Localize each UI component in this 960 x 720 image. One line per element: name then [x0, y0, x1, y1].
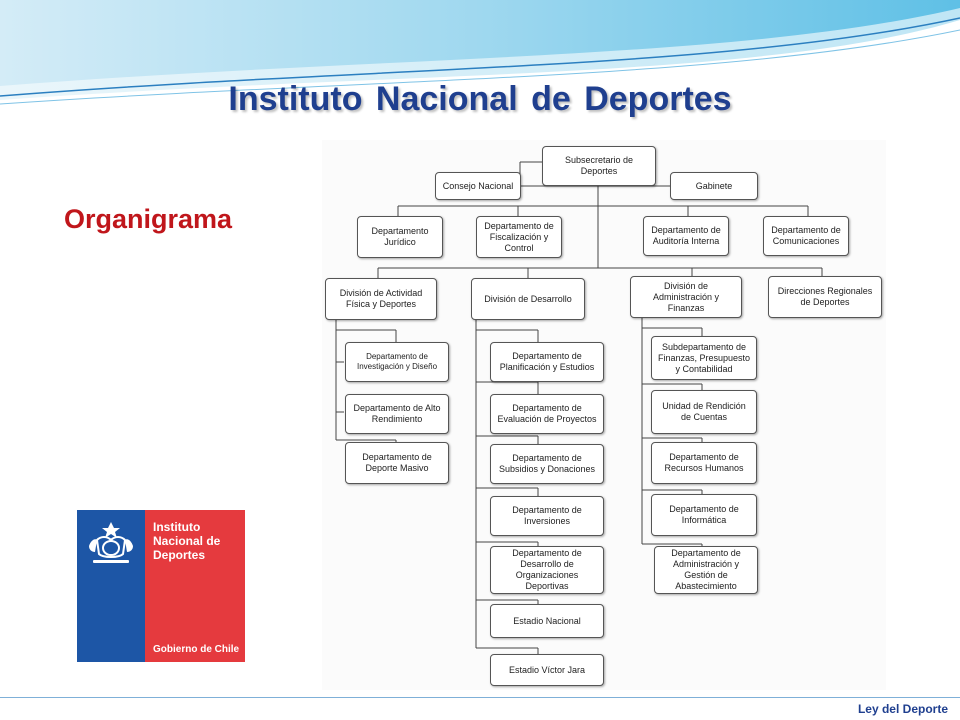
logo-red-panel [145, 510, 245, 662]
node-organizaciones-deportivas: Departamento de Desarrollo de Organizaci… [490, 546, 604, 594]
logo-blue-panel [77, 510, 145, 662]
node-division-administracion: División de Administración y Finanzas [630, 276, 742, 318]
node-rendicion-cuentas: Unidad de Rendición de Cuentas [651, 390, 757, 434]
node-consejo-nacional: Consejo Nacional [435, 172, 521, 200]
header-waves [0, 0, 960, 105]
footer-divider [0, 697, 960, 698]
node-informatica: Departamento de Informática [651, 494, 757, 536]
node-recursos-humanos: Departamento de Recursos Humanos [651, 442, 757, 484]
node-evaluacion: Departamento de Evaluación de Proyectos [490, 394, 604, 434]
node-fiscalizacion: Departamento de Fiscalización y Control [476, 216, 562, 258]
node-comunicaciones: Departamento de Comunicaciones [763, 216, 849, 256]
ind-logo: Instituto Nacional de Deportes Gobierno … [77, 510, 245, 662]
node-finanzas: Subdepartamento de Finanzas, Presupuesto… [651, 336, 757, 380]
node-division-desarrollo: División de Desarrollo [471, 278, 585, 320]
node-investigacion-diseno: Departamento de Investigación y Diseño [345, 342, 449, 382]
node-direcciones-regionales: Direcciones Regionales de Deportes [768, 276, 882, 318]
logo-government-name: Gobierno de Chile [153, 644, 240, 655]
node-gabinete: Gabinete [670, 172, 758, 200]
page-subtitle: Organigrama [64, 204, 233, 234]
page-title: Instituto Nacional de Deportes [228, 80, 732, 118]
node-division-actividad: División de Actividad Física y Deportes [325, 278, 437, 320]
node-subsidios: Departamento de Subsidios y Donaciones [490, 444, 604, 484]
node-abastecimiento: Departamento de Administración y Gestión… [654, 546, 758, 594]
node-subsecretario: Subsecretario de Deportes [542, 146, 656, 186]
logo-institution-name: Instituto Nacional de Deportes [153, 520, 221, 562]
node-auditoria: Departamento de Auditoría Interna [643, 216, 729, 256]
node-alto-rendimiento: Departamento de Alto Rendimiento [345, 394, 449, 434]
node-estadio-victor-jara: Estadio Víctor Jara [490, 654, 604, 686]
node-deporte-masivo: Departamento de Deporte Masivo [345, 442, 449, 484]
chile-crest-icon [89, 522, 133, 563]
footer-text: Ley del Deporte [857, 702, 948, 716]
node-estadio-nacional: Estadio Nacional [490, 604, 604, 638]
org-chart-connectors [335, 161, 823, 654]
node-planificacion: Departamento de Planificación y Estudios [490, 342, 604, 382]
node-juridico: Departamento Jurídico [357, 216, 443, 258]
node-inversiones: Departamento de Inversiones [490, 496, 604, 536]
